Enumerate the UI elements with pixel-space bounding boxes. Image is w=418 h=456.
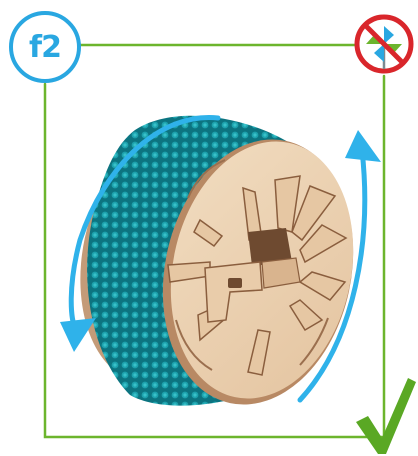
step-badge: f2 — [9, 11, 81, 83]
pinwheel-prohibited-icon — [353, 13, 415, 75]
checkmark-icon — [354, 376, 418, 456]
wheel-body — [58, 111, 377, 423]
step-label: f2 — [29, 30, 61, 65]
